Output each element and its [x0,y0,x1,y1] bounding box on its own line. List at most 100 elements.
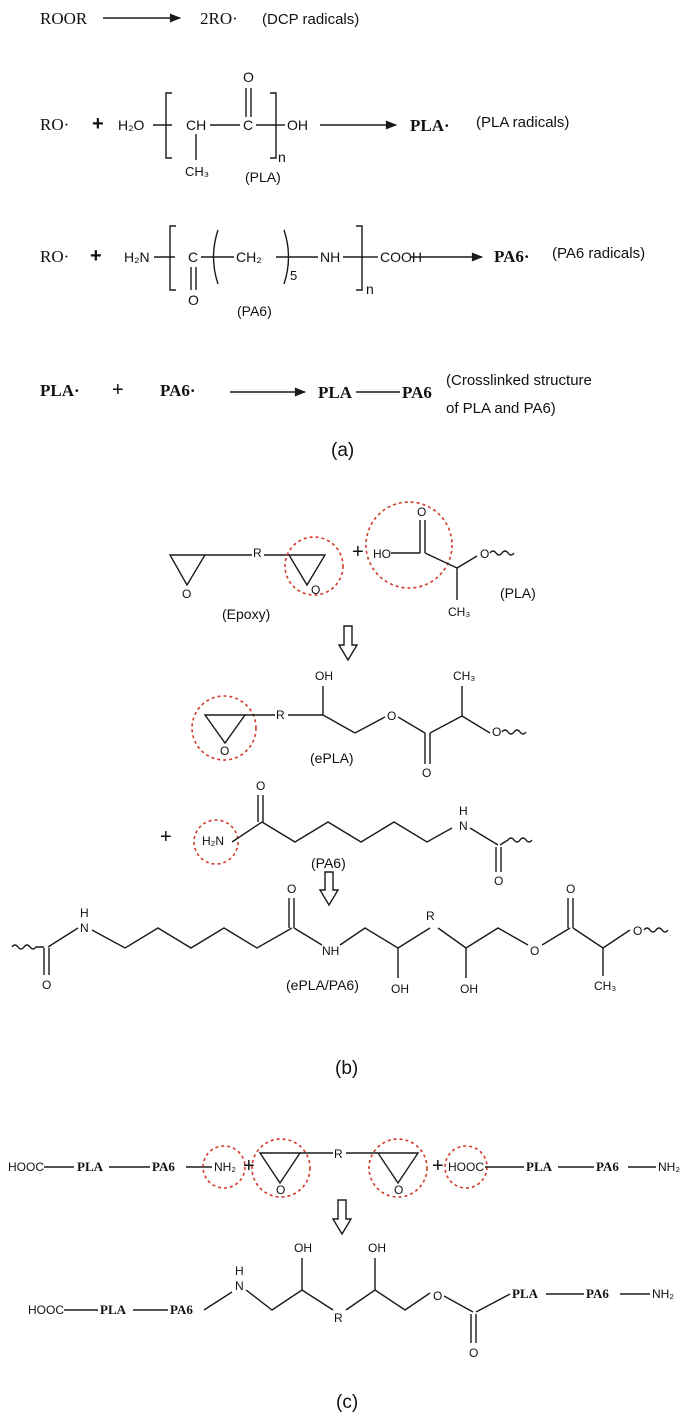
reaction2-note: (PLA radicals) [476,114,569,131]
pla-left-bracket [165,92,172,159]
epla-bond [322,714,356,734]
pa6-carbonyl-o: O [188,292,199,308]
pa6-c-atom: C [188,249,198,265]
reaction4-pla-radical: PLA· [40,381,80,400]
epla-r-group: R [276,708,285,722]
c-epoxide-right-o: O [394,1183,403,1197]
epoxy-ring-left-o: O [182,587,191,601]
pla-oh-end: OH [287,117,308,133]
product-methylene-chain [91,927,293,949]
epla-epoxide-ring [203,714,247,745]
pa6-amine: H₂N [202,834,224,848]
epla-bond [354,716,386,734]
c-left-pla: PLA [77,1159,104,1174]
product-amide-o1: O [42,978,51,992]
c-left-hooc: HOOC [8,1160,44,1174]
pa6-right-bracket [356,225,363,291]
product-r-group: R [426,909,435,923]
reaction3-product: PA6· [494,247,530,266]
product-carbonyl-o: O [566,882,575,896]
reaction3-note: (PA6 radicals) [552,245,645,262]
pa6-amide-n: N [459,819,468,833]
c-amine-highlight [202,1145,246,1189]
pla-label-b: (PLA) [500,585,536,601]
epla-epoxide-o: O [220,744,229,758]
epla-bond [461,715,491,734]
panel-b-caption: (b) [335,1058,358,1079]
pla-hydroxyl: HO [373,547,391,561]
reaction1-reactant: ROOR [40,9,88,28]
c-product-carbonyl-o: O [469,1346,478,1360]
pa6-h2n-group: H₂N [124,249,150,265]
pla-chain-wavy [489,550,515,556]
reaction4-plus: + [112,379,124,401]
reaction4-pa6-radical: PA6· [160,381,196,400]
c-product-hydroxyl2: OH [368,1241,386,1255]
product-hydroxyl2: OH [460,982,478,996]
pla-bond [424,552,458,569]
pla-bond [456,555,478,569]
pla-carbonyl-o: O [243,69,254,85]
epoxy-label: (Epoxy) [222,606,270,622]
panel-a-caption: (a) [331,440,354,461]
epoxy-ring-left [168,554,207,587]
c-product-amine-h: H [235,1264,244,1278]
pa6-label: (PA6) [237,303,272,319]
epla-epoxide-highlight [191,695,257,761]
product-label: (ePLA/PA6) [286,977,359,993]
epoxy-r-group: R [253,546,262,560]
pla-ch3-group: CH₃ [185,164,209,179]
pa6-chain [469,827,499,846]
pa6-chain-wavy [499,837,533,846]
pa6-ch2-group: CH₂ [236,249,262,265]
c-bond [443,1295,474,1313]
product-chain-wavy [11,944,44,950]
reaction1-product: 2RO· [200,9,238,28]
c-epoxide-left [258,1152,302,1185]
pla-repeat-n: n [278,149,286,165]
panel-c: HOOC PLA PA6 NH₂ + O R O + HOOC PLA PA6 … [8,1138,680,1413]
product-backbone [339,927,431,949]
c-right-pa6: PA6 [596,1159,619,1174]
hollow-down-arrow [337,625,359,662]
pa6-carbonyl-o: O [256,779,265,793]
c-epoxide-right [376,1152,420,1185]
product-ester-o: O [530,944,539,958]
c-product-pla2: PLA [512,1286,539,1301]
reaction4-product-pa6: PA6 [402,383,432,402]
epla-chain-wavy [501,729,527,735]
epla-bond [397,716,426,734]
epla-label: (ePLA) [310,750,354,766]
pa6-amine-highlight [193,819,239,865]
pla-c-atom: C [243,117,253,133]
c-product-nh2: NH₂ [652,1287,674,1301]
c-r-group: R [334,1147,343,1161]
pa6-amide-o: O [494,874,503,888]
product-amide-h: H [80,906,89,920]
pa6-methylene-chain [261,821,453,843]
reaction1-note: (DCP radicals) [262,11,359,28]
c-right-pla: PLA [526,1159,553,1174]
epla-hydroxyl: OH [315,669,333,683]
hollow-down-arrow [331,1199,353,1236]
panel-c-caption: (c) [336,1392,358,1413]
pla-carbonyl-o: O [417,505,426,519]
reaction4-note-line2: of PLA and PA6) [446,400,556,417]
pa6-chain [231,821,263,843]
product-chain [293,927,323,946]
reaction4-note-line1: (Crosslinked structure [446,372,592,389]
epla-ch3: CH₃ [453,669,475,683]
epla-ester-o: O [387,709,396,723]
product-backbone [572,927,631,949]
reaction2-radical: RO· [40,115,69,134]
panel-b: O R O (Epoxy) + HO O O CH₃ (PLA) O R O [11,501,669,1079]
c-bond [203,1291,233,1311]
epla-carbonyl-o: O [422,766,431,780]
epla-bond [429,715,463,734]
c-product-backbone [345,1289,431,1311]
product-backbone [437,927,529,949]
c-product-pa6: PA6 [170,1302,193,1317]
c-plus1: + [243,1155,255,1177]
pa6-nh-group: NH [320,249,340,265]
